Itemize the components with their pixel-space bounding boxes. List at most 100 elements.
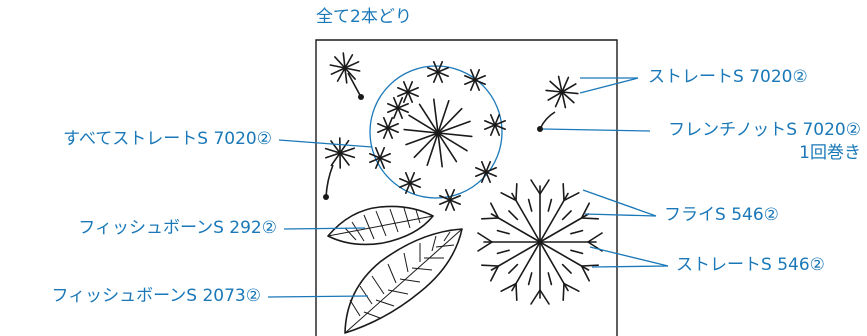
straight-stitch-cross-1	[402, 81, 409, 93]
snowflake-spoke-5	[511, 241, 541, 292]
straight-stitch-cross-10	[397, 103, 410, 109]
straight-stitch-cross-8	[449, 195, 462, 201]
straight-stitch-cross-9	[485, 171, 498, 177]
dandelion-head-mid-left	[330, 152, 341, 167]
leader-fishbone-2073	[267, 295, 369, 298]
straight-stitch-cross-10	[397, 97, 404, 109]
straight-stitch-cross-5	[494, 120, 507, 126]
leader-straight-546-a	[589, 246, 669, 267]
straight-stitch-burst	[426, 132, 439, 166]
snowflake-spoke-11	[539, 192, 569, 243]
leader-straight-546-b	[591, 265, 669, 268]
leader-all-straight	[278, 139, 373, 148]
straight-stitch-cross-6	[379, 157, 386, 169]
dandelion-head-top-right	[561, 91, 567, 109]
straight-stitch-cross-4	[387, 127, 394, 139]
dandelion-head-top-left	[334, 56, 346, 69]
straight-accent-4	[527, 272, 533, 286]
dandelion-head-top-right	[547, 91, 563, 101]
straight-stitch-cross-9	[485, 171, 492, 183]
straight-stitch-cross-3	[474, 79, 481, 91]
dandelion-head-top-left	[342, 52, 346, 69]
straight-stitch-cross-7	[409, 182, 422, 188]
straight-stitch-burst	[403, 128, 439, 134]
straight-stitch-burst	[408, 114, 439, 134]
fly-stitch-6	[480, 264, 500, 267]
straight-stitch-cross-1	[407, 91, 420, 97]
straight-stitch-cross-9	[474, 171, 487, 177]
snowflake-spoke-12	[539, 213, 590, 243]
straight-stitch-cross-1	[396, 87, 409, 93]
straight-stitch-cross-3	[474, 69, 481, 81]
fly-stitch-5	[500, 282, 517, 293]
snowflake-spoke-3	[539, 241, 569, 292]
fly-stitch-11	[563, 192, 580, 202]
straight-stitch-cross-2	[432, 60, 439, 73]
dandelion-head-mid-left	[339, 152, 350, 166]
straight-accent-1	[570, 249, 584, 255]
straight-stitch-cross-3	[474, 79, 487, 85]
fabric-frame	[315, 39, 618, 336]
straight-stitch-cross-1	[396, 91, 409, 97]
fly-stitch-4	[539, 289, 550, 305]
straight-stitch-cross-8	[438, 195, 451, 201]
fly-stitch-12	[580, 217, 600, 220]
straight-stitch-cross-6	[379, 153, 392, 159]
straight-stitch-cross-4	[387, 117, 394, 129]
straight-accent-5	[508, 263, 519, 274]
dandelion-head-top-right	[549, 80, 563, 93]
fly-stitch-2	[580, 264, 600, 267]
straight-stitch-cross-10	[397, 107, 404, 119]
straight-accent-2	[561, 263, 572, 274]
straight-stitch-cross-10	[386, 107, 399, 113]
label-fishbone-292: フィッシュボーンS 292②	[78, 218, 277, 238]
label-straight-546: ストレートS 546②	[676, 255, 825, 275]
straight-stitch-burst	[437, 132, 458, 163]
straight-stitch-burst	[413, 132, 439, 159]
straight-stitch-cross-1	[402, 91, 409, 103]
straight-accent-3	[547, 272, 553, 286]
snowflake-spoke-6	[490, 241, 541, 271]
straight-stitch-cross-8	[438, 199, 451, 205]
fly-stitch-10	[530, 179, 541, 195]
straight-stitch-cross-1	[407, 81, 414, 93]
straight-accent-12	[570, 229, 584, 235]
straight-stitch-cross-9	[474, 167, 487, 173]
straight-stitch-burst	[437, 132, 468, 152]
straight-stitch-cross-9	[480, 161, 487, 173]
straight-stitch-cross-1	[407, 91, 414, 103]
straight-stitch-burst	[437, 120, 471, 134]
fly-stitch-9	[515, 183, 518, 202]
dandelion-head-top-right	[545, 89, 563, 93]
label-all-straight: すべてストレートS 7020②	[63, 129, 272, 149]
straight-stitch-burst	[432, 98, 439, 134]
fly-stitch-2	[580, 265, 591, 282]
straight-stitch-burst	[437, 107, 463, 134]
straight-stitch-cross-5	[489, 114, 496, 126]
straight-accent-6	[496, 249, 510, 255]
straight-stitch-cross-2	[437, 60, 444, 73]
stem-3	[325, 164, 334, 198]
straight-accent-7	[496, 229, 510, 235]
straight-stitch-cross-8	[449, 199, 456, 211]
straight-stitch-cross-9	[485, 161, 492, 173]
straight-accent-8	[508, 210, 519, 221]
straight-stitch-cross-5	[489, 124, 496, 136]
dandelion-head-top-left	[329, 64, 346, 69]
leader-fishbone-292	[283, 227, 366, 230]
straight-stitch-cross-10	[397, 107, 410, 113]
straight-stitch-cross-2	[426, 71, 439, 77]
fly-stitch-8	[480, 217, 500, 220]
fly-stitch-5	[515, 282, 518, 302]
straight-stitch-cross-7	[409, 178, 422, 184]
straight-stitch-cross-7	[404, 172, 411, 184]
dandelion-head-top-left	[344, 54, 354, 69]
fly-stitch-7	[477, 241, 493, 252]
straight-stitch-cross-9	[485, 167, 498, 173]
dandelion-head-top-right	[561, 91, 579, 95]
straight-stitch-cross-3	[463, 79, 476, 85]
dandelion-head-top-right	[561, 76, 570, 93]
straight-stitch-cross-6	[374, 157, 381, 169]
diagram-heading: 全て2本どり	[316, 7, 412, 27]
straight-stitch-cross-10	[386, 103, 399, 109]
